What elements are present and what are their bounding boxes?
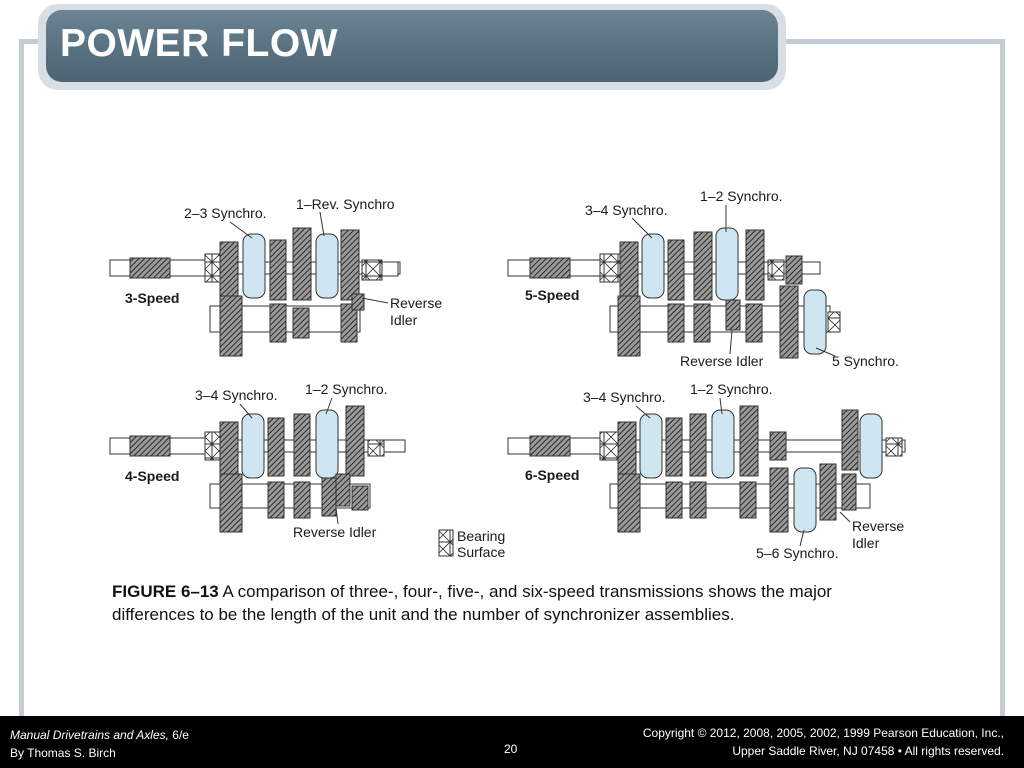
callout-3-4-synchro-5spd: 3–4 Synchro. bbox=[585, 202, 668, 218]
footer-edition: 6/e bbox=[168, 728, 189, 742]
footer-book-info: Manual Drivetrains and Axles, 6/e By Tho… bbox=[10, 726, 189, 762]
callout-1-rev-synchro: 1–Rev. Synchro bbox=[296, 196, 395, 212]
callout-1-2-synchro-4spd: 1–2 Synchro. bbox=[305, 381, 388, 397]
title-bar bbox=[46, 10, 778, 82]
footer-copyright-line2: Upper Saddle River, NJ 07458 • All right… bbox=[732, 744, 1004, 758]
transmission-diagram: 3-Speed 2–3 Synchro. 1–Rev. Synchro Reve… bbox=[109, 188, 906, 561]
footer-author: By Thomas S. Birch bbox=[10, 746, 116, 760]
label-4-speed: 4-Speed bbox=[125, 468, 179, 484]
callout-reverse-idler-4spd: Reverse Idler bbox=[293, 524, 377, 540]
figure-label: FIGURE 6–13 bbox=[112, 582, 219, 601]
callout-1-2-synchro-6spd: 1–2 Synchro. bbox=[690, 381, 773, 397]
label-6-speed: 6-Speed bbox=[525, 467, 579, 483]
callout-idler: Idler bbox=[390, 312, 418, 328]
callout-idler-6spd: Idler bbox=[852, 535, 880, 551]
callout-5-synchro: 5 Synchro. bbox=[832, 353, 899, 369]
footer-copyright-line1: Copyright © 2012, 2008, 2005, 2002, 1999… bbox=[642, 726, 1004, 740]
callout-reverse: Reverse bbox=[390, 295, 442, 311]
callout-reverse-6spd: Reverse bbox=[852, 518, 904, 534]
figure-caption-text: A comparison of three-, four-, five-, an… bbox=[112, 582, 832, 624]
legend-bearing: Bearing bbox=[457, 528, 505, 544]
callout-5-6-synchro: 5–6 Synchro. bbox=[756, 545, 839, 561]
callout-reverse-idler-5spd: Reverse Idler bbox=[680, 353, 764, 369]
five-speed-assembly bbox=[507, 227, 841, 359]
three-speed-assembly bbox=[109, 227, 401, 357]
figure-caption: FIGURE 6–13 A comparison of three-, four… bbox=[112, 580, 892, 626]
callout-3-4-synchro-6spd: 3–4 Synchro. bbox=[583, 389, 666, 405]
callout-1-2-synchro-5spd: 1–2 Synchro. bbox=[700, 188, 783, 204]
callout-3-4-synchro-4spd: 3–4 Synchro. bbox=[195, 387, 278, 403]
label-5-speed: 5-Speed bbox=[525, 287, 579, 303]
four-speed-assembly bbox=[109, 405, 406, 533]
footer-book-title: Manual Drivetrains and Axles, bbox=[10, 728, 169, 742]
six-speed-assembly bbox=[507, 405, 906, 533]
footer-copyright: Copyright © 2012, 2008, 2005, 2002, 1999… bbox=[643, 724, 1004, 760]
footer-page-number: 20 bbox=[504, 742, 518, 756]
label-3-speed: 3-Speed bbox=[125, 290, 179, 306]
footer-bar: Manual Drivetrains and Axles, 6/e By Tho… bbox=[0, 716, 1024, 768]
page-title: POWER FLOW bbox=[60, 22, 338, 65]
bearing-surface-legend bbox=[438, 529, 454, 557]
legend-surface: Surface bbox=[457, 544, 505, 560]
slide-frame bbox=[19, 39, 1005, 719]
callout-2-3-synchro: 2–3 Synchro. bbox=[184, 205, 267, 221]
